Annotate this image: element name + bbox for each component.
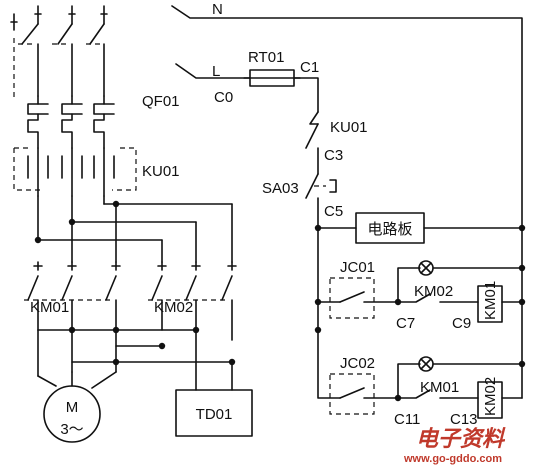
ku01-left-label: KU01 xyxy=(142,163,180,180)
c3-label: C3 xyxy=(324,147,343,164)
overload-contact-ku01: KU01 C3 xyxy=(305,111,368,175)
qf01-label: QF01 xyxy=(142,93,180,110)
km01-main-label: KM01 xyxy=(30,299,69,316)
jc01-label: JC01 xyxy=(340,259,375,276)
td01-label: TD01 xyxy=(196,406,233,423)
rung-jc02-km02: JC02 KM01 C11 C13 KM02 xyxy=(314,227,526,428)
km02-main-label: KM02 xyxy=(154,299,193,316)
c11-label: C11 xyxy=(394,411,420,428)
control-breaker: N L C0 xyxy=(171,1,523,229)
km01-coil-label: KM01 xyxy=(482,281,499,320)
transformer-td01: TD01 xyxy=(175,389,253,437)
watermark-url: www.go-gddo.com xyxy=(403,453,502,465)
board-label: 电路板 xyxy=(367,220,412,238)
motor-feed xyxy=(37,326,236,391)
thermal-overload-heaters xyxy=(13,95,137,197)
c7-label: C7 xyxy=(396,315,415,332)
motor-symbol: M 3～ xyxy=(43,385,101,443)
n-label: N xyxy=(212,1,223,18)
l-label: L xyxy=(212,63,220,80)
c13-label: C13 xyxy=(450,411,478,428)
c9-label: C9 xyxy=(452,315,471,332)
km02-contact-label: KM02 xyxy=(414,283,453,300)
contactor-km02-main xyxy=(148,261,237,341)
c5-label: C5 xyxy=(324,203,343,220)
watermark: 电子资料 www.go-gddo.com xyxy=(403,426,506,465)
switch-sa03: SA03 C5 xyxy=(262,173,343,331)
ku01-right-label: KU01 xyxy=(330,119,368,136)
c1-label: C1 xyxy=(300,59,319,76)
circuit-board-block: 电路板 xyxy=(314,212,526,244)
km02-coil-label: KM02 xyxy=(482,377,499,416)
contactor-km01-main xyxy=(24,261,121,331)
rung-jc01-km01: JC01 KM02 C7 C9 KM01 xyxy=(314,259,526,332)
bus-lines xyxy=(34,195,233,263)
fuse-rt01: RT01 C1 xyxy=(243,49,319,113)
km01-contact-label: KM01 xyxy=(420,379,459,396)
c0-label: C0 xyxy=(214,89,233,106)
motor-label-m: M xyxy=(66,399,79,416)
main-breaker-qf01 xyxy=(10,5,108,98)
motor-label-phase: 3～ xyxy=(60,421,83,438)
jc02-label: JC02 xyxy=(340,355,375,372)
watermark-title: 电子资料 xyxy=(416,426,506,452)
sa03-label: SA03 xyxy=(262,180,299,197)
rt01-label: RT01 xyxy=(248,49,284,66)
